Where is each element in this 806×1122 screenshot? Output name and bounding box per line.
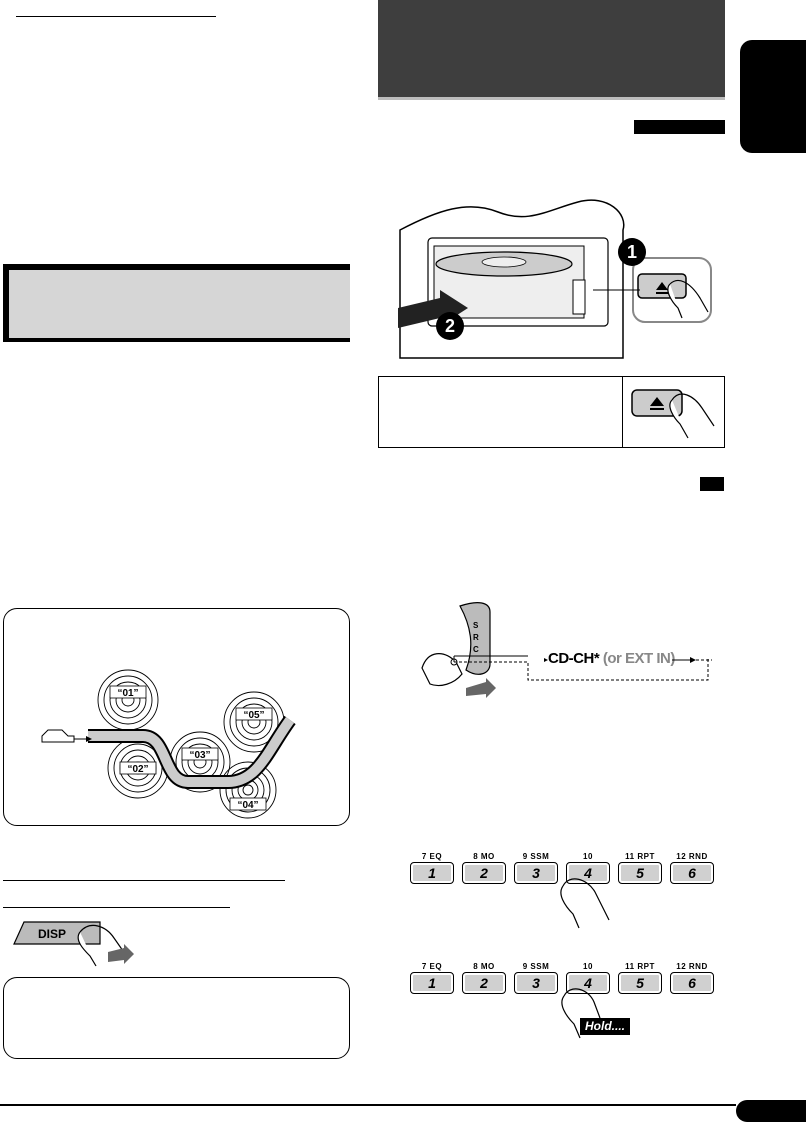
preset-key-3[interactable]: 3: [514, 862, 558, 884]
src-button-illustration: S R C: [421, 602, 709, 698]
preset-6-caption-b: 12 RND: [676, 962, 708, 971]
step-2-number: 2: [445, 316, 455, 336]
underline-2: [3, 907, 230, 908]
folder-route-box: [3, 608, 350, 826]
folder-route-illustration: “01” “02” “03” “04” “05”: [41, 669, 296, 819]
preset-4-caption-b: 10: [583, 962, 593, 971]
preset-key-6-number: 6: [688, 865, 696, 881]
finger-press-icon: [560, 878, 610, 929]
page-number-tab: [736, 1100, 806, 1122]
eject-box-divider: [622, 376, 623, 448]
src-letter-s: S: [473, 621, 479, 630]
preset-key-4-number-b: 4: [584, 975, 592, 991]
route-marker-04: “04”: [237, 800, 258, 811]
preset-5-caption-b: 11 RPT: [625, 962, 655, 971]
preset-key-4-number: 4: [584, 865, 592, 881]
source-chain-label: CD-CH* (or EXT IN): [548, 650, 675, 667]
route-marker-01: “01”: [117, 688, 138, 699]
preset-key-1-b[interactable]: 1: [410, 972, 454, 994]
preset-key-1-number: 1: [428, 865, 436, 881]
preset-key-2-number-b: 2: [480, 975, 488, 991]
preset-2-caption-b: 8 MO: [473, 962, 495, 971]
cd-ch-asterisk: *: [593, 650, 600, 667]
preset-key-5-number-b: 5: [636, 975, 644, 991]
section-label-bar: [634, 120, 725, 134]
underline-1: [3, 880, 285, 881]
preset-3-caption-b: 9 SSM: [522, 962, 550, 971]
preset-key-3-number: 3: [532, 865, 540, 881]
cd-ch-label: CD-CH: [548, 650, 594, 667]
hold-label: Hold....: [580, 1018, 630, 1035]
section-marker: [700, 477, 724, 491]
route-marker-03: “03”: [189, 750, 210, 761]
preset-key-5-b[interactable]: 5: [618, 972, 662, 994]
preset-2-caption: 8 MO: [473, 852, 495, 861]
preset-key-1[interactable]: 1: [410, 862, 454, 884]
preset-key-6-number-b: 6: [688, 975, 696, 991]
ext-in-label: (or EXT IN): [599, 650, 676, 667]
footer-rule: [0, 1104, 736, 1106]
eject-button-icon: [631, 389, 715, 439]
source-chain-arrows: [544, 657, 712, 663]
panel-underline: [3, 340, 350, 342]
preset-3-caption: 9 SSM: [522, 852, 550, 861]
preset-key-3-number-b: 3: [532, 975, 540, 991]
car-icon: [41, 729, 92, 743]
preset-key-6[interactable]: 6: [670, 862, 714, 884]
preset-key-3-b[interactable]: 3: [514, 972, 558, 994]
preset-1-caption-b: 7 EQ: [421, 962, 443, 971]
preset-key-5[interactable]: 5: [618, 862, 662, 884]
finger-hold-icon: [561, 988, 601, 1039]
route-marker-02: “02”: [127, 764, 148, 775]
preset-key-6-b[interactable]: 6: [670, 972, 714, 994]
disp-button-illustration: [13, 921, 134, 967]
preset-key-1-number-b: 1: [428, 975, 436, 991]
top-left-rule: [16, 16, 216, 17]
note-box: [3, 977, 350, 1059]
preset-1-caption: 7 EQ: [421, 852, 443, 861]
section-heading-panel: [3, 264, 350, 340]
preset-5-caption: 11 RPT: [625, 852, 655, 861]
route-marker-05: “05”: [243, 710, 264, 721]
preset-key-2-b[interactable]: 2: [462, 972, 506, 994]
language-tab: [740, 40, 806, 153]
disp-button-label: DISP: [38, 927, 67, 941]
cd-insertion-illustration: 1 2: [398, 199, 712, 359]
src-letter-r: R: [473, 633, 479, 642]
src-letter-c: C: [473, 645, 479, 654]
preset-key-2[interactable]: 2: [462, 862, 506, 884]
preset-key-5-number: 5: [636, 865, 644, 881]
preset-6-caption: 12 RND: [676, 852, 708, 861]
step-1-number: 1: [627, 242, 637, 262]
preset-key-2-number: 2: [480, 865, 488, 881]
section-header-block: [378, 0, 725, 100]
eject-info-box: [378, 376, 725, 448]
preset-4-caption: 10: [583, 852, 593, 861]
